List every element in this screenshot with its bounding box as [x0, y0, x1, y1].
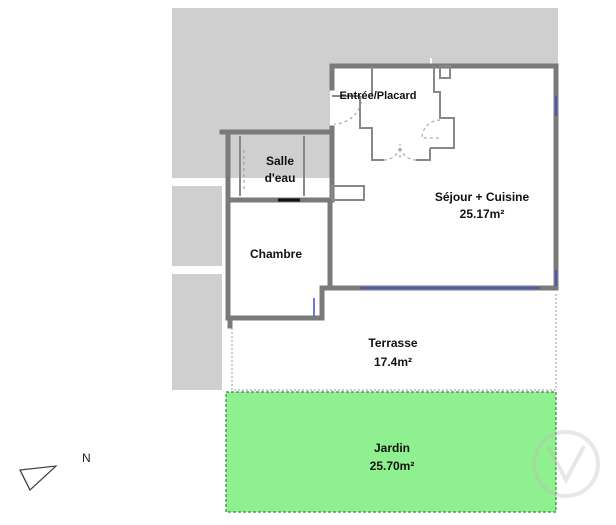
north-arrow-icon [19, 465, 58, 491]
windows [313, 96, 557, 316]
neighbouring-area [172, 8, 558, 390]
garden-area [225, 391, 557, 513]
room-label-salle-line1: Salle [266, 154, 294, 168]
terrace-outline [231, 292, 557, 391]
room-label-terrasse: Terrasse [368, 336, 417, 350]
room-label-chambre: Chambre [250, 247, 302, 261]
room-label-salle-line2: d'eau [265, 171, 296, 185]
room-area-jardin: 25.70m² [370, 459, 415, 473]
interior-walls [239, 65, 455, 201]
door-swings [243, 95, 441, 190]
room-label-jardin: Jardin [374, 441, 410, 455]
watermark-logo-icon [532, 430, 600, 498]
room-label-entree: Entrée/Placard [339, 90, 416, 102]
room-area-sejour: 25.17m² [460, 207, 505, 221]
north-label: N [82, 451, 91, 465]
room-label-sejour: Séjour + Cuisine [435, 190, 530, 204]
room-area-terrasse: 17.4m² [374, 355, 412, 369]
